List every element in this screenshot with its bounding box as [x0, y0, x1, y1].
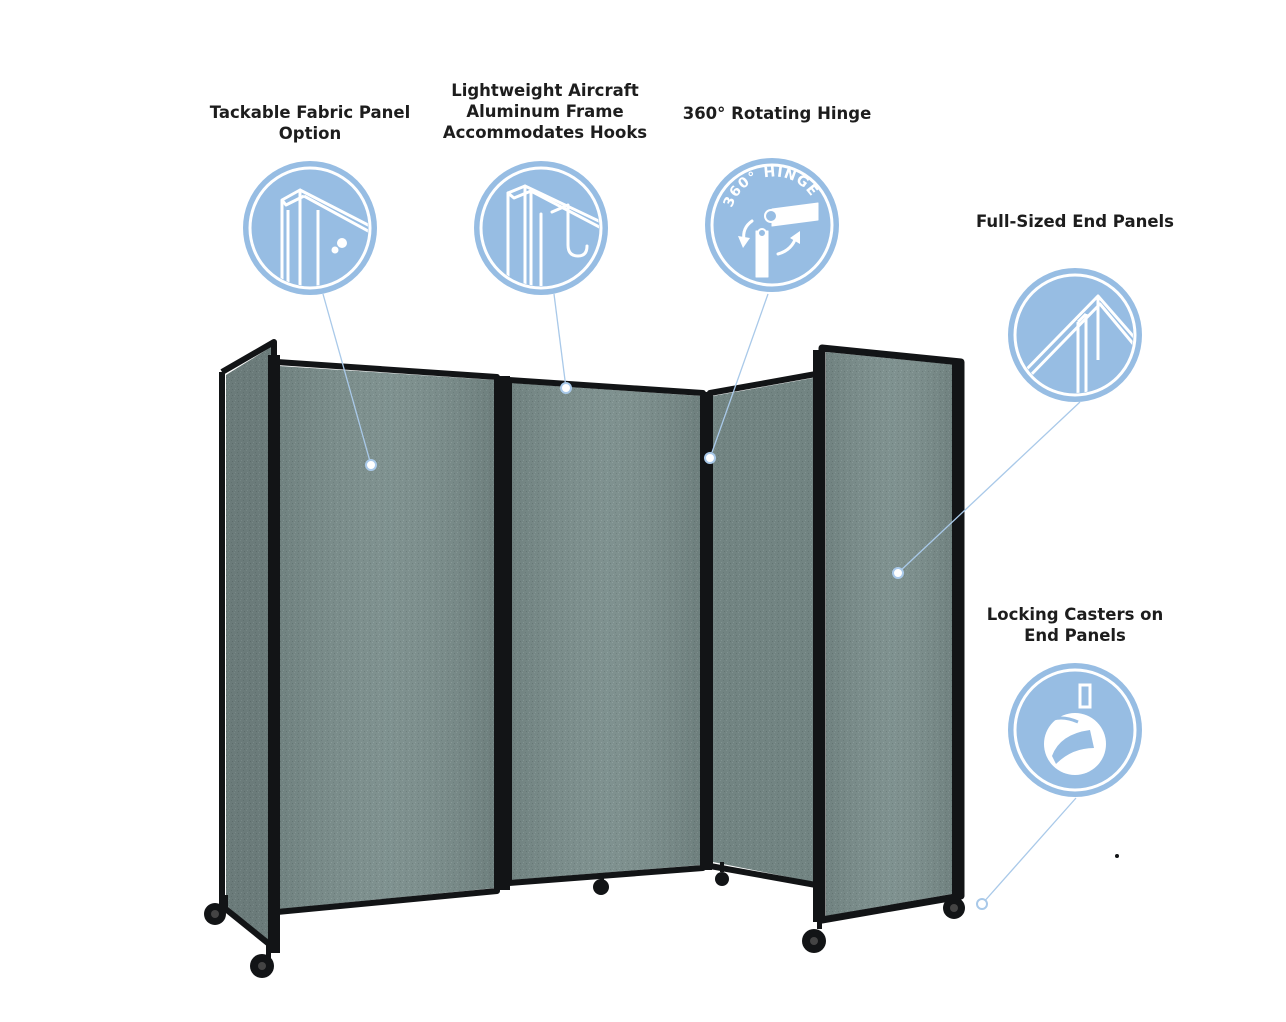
feature-label-casters: Locking Casters on End Panels [986, 605, 1164, 645]
caster-wheel-icon [1008, 663, 1142, 797]
caster-wheels [204, 854, 1119, 978]
hook-frame-icon [474, 161, 608, 295]
rotating-hinge-icon: 360° HINGE [705, 158, 839, 292]
feature-label-hinge: 360° Rotating Hinge [682, 104, 872, 123]
fabric-panel-1 [274, 359, 500, 915]
fabric-panel-3 [707, 371, 819, 888]
hinge-post-4 [813, 350, 825, 922]
hinge-post-1 [268, 355, 280, 953]
feature-label-tackable: Tackable Fabric Panel Option [209, 103, 411, 143]
feature-label-frame: Lightweight Aircraft Aluminum Frame Acco… [442, 81, 648, 142]
left-end-panel [219, 339, 277, 951]
pushpin-panel-icon [243, 161, 377, 295]
hinge-post-2 [494, 376, 510, 890]
end-panel-corner-icon [1008, 268, 1142, 402]
right-end-panel [818, 344, 965, 924]
fabric-panel-2 [506, 377, 706, 886]
callout-lines [322, 293, 1081, 905]
feature-label-endpanels: Full-Sized End Panels [975, 212, 1175, 231]
hinge-post-3 [701, 392, 712, 870]
callout-dots [365, 382, 988, 910]
